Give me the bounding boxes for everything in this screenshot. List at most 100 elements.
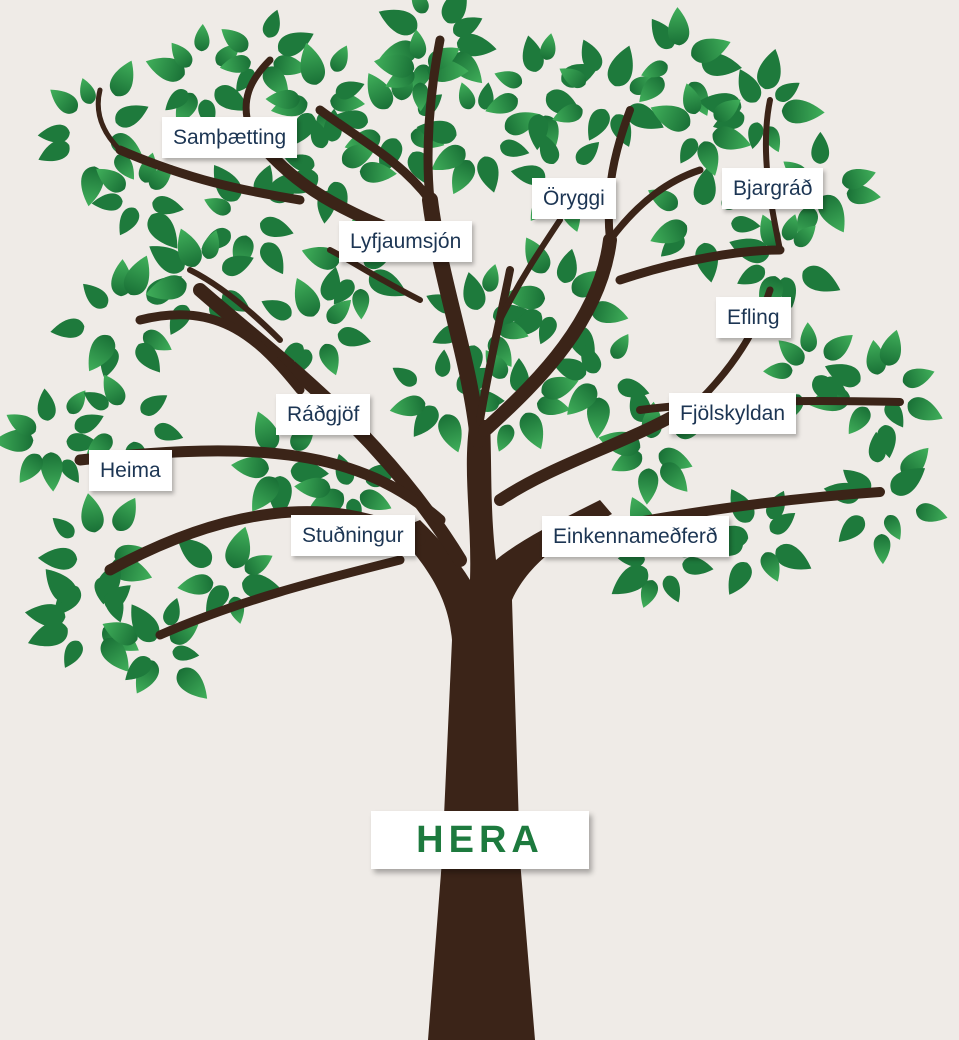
leaf (907, 397, 943, 421)
leaf (96, 168, 126, 193)
leaf (738, 69, 762, 103)
leaf (497, 424, 515, 452)
label-radgjof[interactable]: Ráðgjöf (276, 394, 371, 435)
leaf (731, 216, 761, 233)
leaf (683, 83, 702, 115)
trunk (395, 420, 612, 1040)
leaf (359, 162, 397, 183)
leaf (456, 33, 497, 57)
leaf (459, 82, 476, 110)
leaf (916, 503, 948, 522)
leaf (519, 412, 544, 450)
leaf (823, 334, 853, 361)
leaf (131, 604, 160, 643)
leaf (567, 383, 598, 415)
leaf (236, 68, 256, 92)
leaf (177, 574, 214, 595)
leaf (81, 166, 104, 207)
leaf (37, 547, 78, 570)
leaf (902, 368, 935, 389)
branch (115, 145, 305, 205)
leaf (775, 82, 800, 102)
leaf (451, 51, 483, 84)
label-efling[interactable]: Efling (716, 297, 791, 338)
leaf (37, 388, 56, 421)
leaf (640, 580, 659, 608)
leaf (194, 24, 210, 52)
leaf (660, 462, 688, 492)
leaf (171, 42, 193, 68)
leaf (713, 99, 741, 123)
leaf (409, 29, 427, 59)
leaf (691, 38, 731, 64)
leaf (607, 45, 633, 87)
label-heima[interactable]: Heima (89, 450, 172, 491)
leaf (177, 538, 212, 569)
label-samthaetting[interactable]: Samþætting (162, 117, 298, 158)
leaf (431, 144, 466, 171)
leaf (335, 81, 365, 100)
leaf (50, 89, 78, 114)
leaf (539, 133, 560, 164)
leaf (848, 406, 871, 435)
leaf (680, 138, 699, 164)
leaf (591, 301, 629, 324)
leaf (728, 561, 752, 595)
label-fjolskyldan[interactable]: Fjölskyldan (669, 393, 797, 434)
leaf (802, 265, 841, 292)
leaf (453, 17, 483, 38)
leaf (478, 82, 494, 110)
leaf (884, 515, 901, 540)
leaf (800, 322, 817, 353)
label-bjargrad[interactable]: Bjargráð (722, 168, 824, 209)
leaf (359, 489, 392, 511)
leaf (650, 105, 691, 132)
leaf (273, 55, 308, 76)
branch (315, 105, 435, 205)
leaf (641, 60, 668, 78)
leaf (610, 334, 629, 359)
leaf (300, 42, 325, 85)
leaf (352, 288, 370, 320)
leaf (231, 457, 269, 479)
branch (476, 266, 514, 424)
leaf (712, 126, 752, 150)
leaf (778, 340, 805, 366)
leaf (103, 374, 126, 406)
leaf (879, 329, 901, 366)
leaf (74, 414, 104, 434)
leaf (662, 575, 681, 603)
leaf (775, 544, 812, 570)
leaf (125, 656, 152, 681)
leaf (842, 169, 876, 190)
leaf (109, 60, 134, 97)
leaf (253, 164, 273, 196)
leaf (638, 468, 659, 505)
label-lyfjaumsjon[interactable]: Lyfjaumsjón (339, 221, 473, 262)
branch (478, 233, 617, 437)
leaf (140, 395, 168, 416)
leaf (748, 122, 764, 149)
leaf (581, 39, 603, 72)
leaf (737, 264, 766, 285)
leaf (551, 358, 587, 381)
label-oryggi[interactable]: Öryggi (532, 178, 616, 219)
leaf (112, 497, 136, 531)
leaf (50, 318, 85, 338)
leaf (102, 622, 138, 646)
leaf (333, 279, 355, 305)
leaf (588, 108, 610, 141)
label-studningur[interactable]: Stuðningur (291, 515, 415, 556)
leaf (214, 85, 249, 111)
leaf (163, 597, 180, 626)
label-einkennamedferd[interactable]: Einkennameðferð (542, 516, 729, 557)
leaf (682, 556, 714, 575)
leaf (337, 327, 372, 347)
leaf (204, 198, 231, 216)
leaf (639, 76, 665, 103)
leaf (147, 213, 178, 249)
leaf (494, 71, 522, 89)
leaf (378, 9, 418, 36)
branch (187, 267, 283, 343)
